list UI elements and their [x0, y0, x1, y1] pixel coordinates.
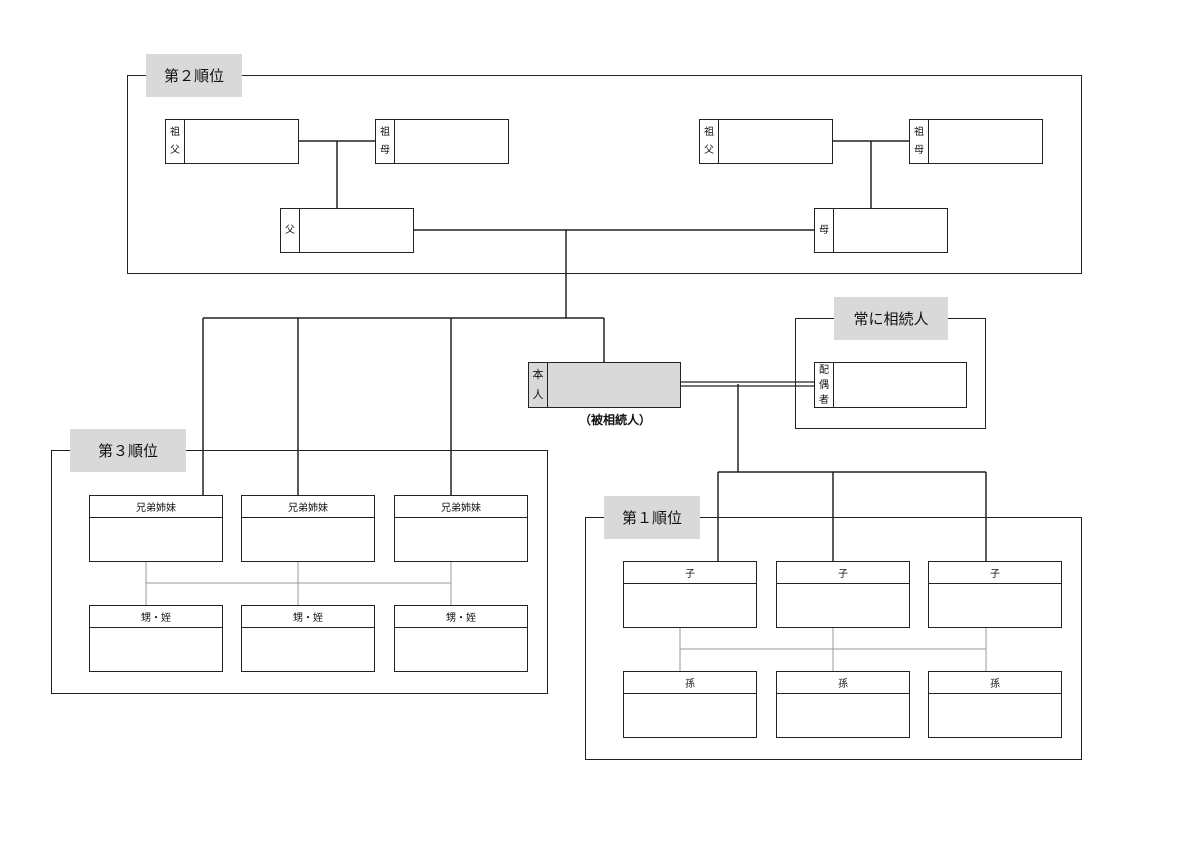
- child-box: 子: [928, 561, 1062, 628]
- deceased-caption: （被相続人）: [578, 413, 651, 427]
- spouse-box: 配偶者: [814, 362, 967, 408]
- grandchild-label: 孫: [624, 672, 756, 694]
- side-char: 祖: [914, 126, 924, 138]
- child-label: 子: [777, 562, 909, 584]
- side-char: 祖: [704, 126, 714, 138]
- grandchild-box: 孫: [776, 671, 910, 738]
- grandchild-label: 孫: [929, 672, 1061, 694]
- paternal-grandfather-box: 祖父: [165, 119, 299, 164]
- third-rank-label: 第３順位: [70, 429, 186, 472]
- first-rank-group: [585, 517, 1082, 760]
- side-char: 母: [819, 224, 829, 236]
- mother-box: 母: [814, 208, 948, 253]
- sibling-box: 兄弟姉妹: [241, 495, 375, 562]
- sibling-box: 兄弟姉妹: [394, 495, 528, 562]
- first-rank-label: 第１順位: [604, 496, 700, 539]
- child-label: 子: [929, 562, 1061, 584]
- side-char: 偶: [819, 379, 829, 391]
- grandchild-box: 孫: [928, 671, 1062, 738]
- side-char: 母: [914, 144, 924, 156]
- deceased-self-box: 本人: [528, 362, 681, 408]
- paternal-grandmother-box: 祖母: [375, 119, 509, 164]
- side-char: 父: [285, 224, 295, 236]
- side-char: 祖: [380, 126, 390, 138]
- sibling-label: 兄弟姉妹: [90, 496, 222, 518]
- second-rank-label: 第２順位: [146, 54, 242, 97]
- maternal-grandmother-box: 祖母: [909, 119, 1043, 164]
- child-label: 子: [624, 562, 756, 584]
- maternal-grandfather-box: 祖父: [699, 119, 833, 164]
- child-box: 子: [623, 561, 757, 628]
- side-char: 父: [704, 144, 714, 156]
- nephew-niece-box: 甥・姪: [394, 605, 528, 672]
- third-rank-group: [51, 450, 548, 694]
- side-char: 母: [380, 144, 390, 156]
- child-box: 子: [776, 561, 910, 628]
- always-heir-label: 常に相続人: [834, 297, 948, 340]
- side-char: 祖: [170, 126, 180, 138]
- sibling-label: 兄弟姉妹: [395, 496, 527, 518]
- sibling-label: 兄弟姉妹: [242, 496, 374, 518]
- nephew-niece-box: 甥・姪: [241, 605, 375, 672]
- grandchild-box: 孫: [623, 671, 757, 738]
- side-char: 父: [170, 144, 180, 156]
- father-box: 父: [280, 208, 414, 253]
- grandchild-label: 孫: [777, 672, 909, 694]
- nephew-niece-label: 甥・姪: [395, 606, 527, 628]
- side-char: 本: [532, 368, 544, 381]
- nephew-niece-label: 甥・姪: [242, 606, 374, 628]
- nephew-niece-label: 甥・姪: [90, 606, 222, 628]
- side-char: 配: [819, 364, 829, 376]
- side-char: 人: [532, 388, 544, 401]
- second-rank-group: [127, 75, 1082, 274]
- side-char: 者: [819, 394, 829, 406]
- nephew-niece-box: 甥・姪: [89, 605, 223, 672]
- sibling-box: 兄弟姉妹: [89, 495, 223, 562]
